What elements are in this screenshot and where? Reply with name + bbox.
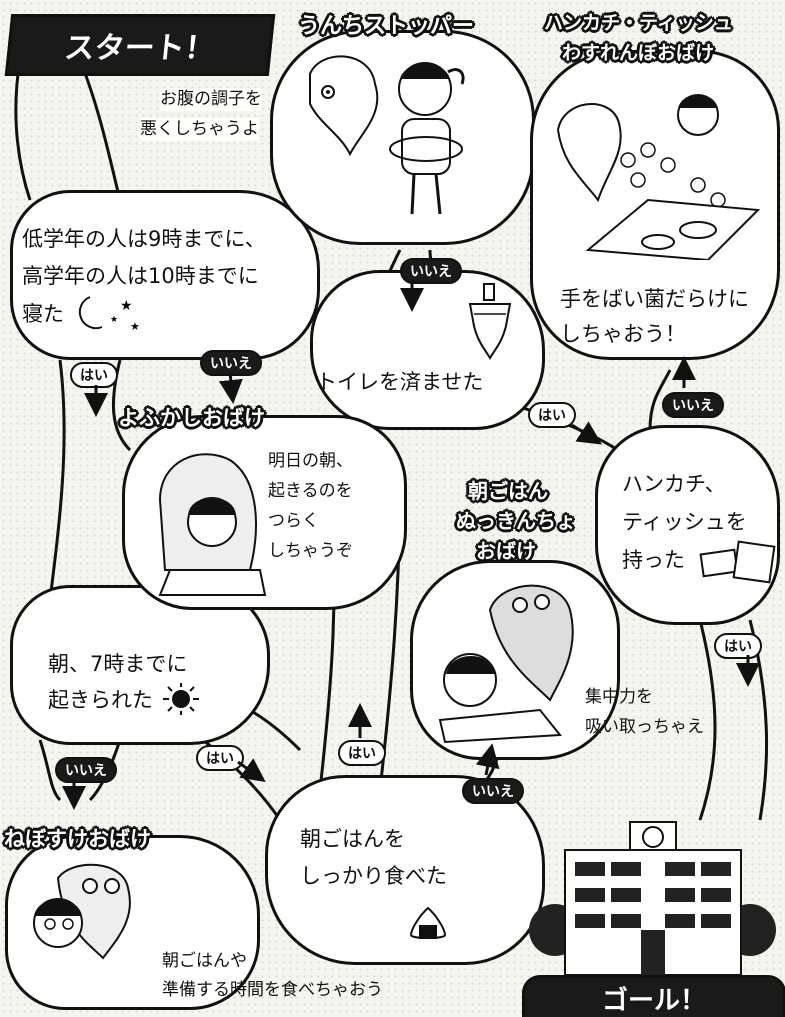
goal-label: ゴール！ [601,985,706,1016]
hankachi-title-1: ハンカチ・ティッシュ [544,12,733,34]
moon-stars-icon: ★ ★ ★ [78,296,140,333]
q3-line-1: 朝ごはんを [300,827,405,851]
no-tag-wakeup: いいえ [55,757,117,783]
yes-tag-wakeup: はい [196,745,244,771]
q5-line-1: ハンカチ、 [622,472,726,496]
question-bubble-toilet [310,270,545,430]
unchi-title: うんちストッパー [298,14,475,39]
svg-text:★: ★ [120,298,133,314]
yes-tag-toilet: はい [528,402,576,428]
handkerchief-tissue-icon [699,540,776,584]
yofukashi-line-1: 明日の朝、 [268,451,353,471]
q2-line-1: 朝、7時までに [48,652,188,676]
asagohan-title-3: おばけ [476,539,536,563]
question-bubble-bedtime [10,190,320,360]
q2-line-2: 起きられた [48,688,153,712]
nebosuke-line-1: 朝ごはんや [162,951,247,971]
yofukashi-title: よふかしおばけ [118,406,265,430]
q4-line-1: トイレを済ませた [316,370,484,394]
question-bubble-wakeup [10,585,270,745]
tired-boy-illustration [438,584,574,744]
ghost-girl-illustration [309,55,465,215]
q5-line-2: ティッシュを [622,510,747,534]
yofukashi-line-3: つらく [268,511,319,531]
unchi-line-2: 悪くしちゃうよ [140,118,259,141]
sleepy-girl-illustration [158,453,267,596]
asagohan-title-2: ぬっきんちょ [456,509,576,533]
unchi-line-1: お腹の調子を [160,88,262,111]
asagohan-line-1: 集中力を [585,687,653,707]
goal-banner: ゴール！ [522,975,785,1017]
yes-tag-bedtime: はい [70,362,118,388]
question-bubble-breakfast [265,775,545,965]
q1-line-2: 高学年の人は10時までに [22,264,259,288]
q1-line-1: 低学年の人は9時までに、 [22,227,266,251]
question-bubble-handkerchief [595,425,780,625]
q3-line-2: しっかり食べた [300,864,447,888]
no-tag-toilet: いいえ [400,258,462,284]
svg-text:★: ★ [130,320,140,333]
yes-tag-breakfast: はい [338,740,386,766]
yofukashi-line-2: 起きるのを [268,481,353,501]
germs-hands-illustration [556,94,761,260]
hankachi-line-1: 手をばい菌だらけに [560,287,749,311]
hankachi-title-2: わすれんぼおばけ [562,42,715,64]
sleepy-ghost-boy-illustration [33,863,131,960]
nebosuke-title: ねぼすけおばけ [4,827,151,851]
school-building-illustration [529,821,776,976]
no-tag-handkerchief: いいえ [662,392,724,418]
onigiri-icon [409,906,447,939]
hankachi-line-2: しちゃおう！ [560,322,686,346]
sun-icon [163,683,199,715]
q1-line-3: 寝た [22,302,64,326]
asagohan-line-2: 吸い取っちゃえ [585,717,704,737]
yofukashi-line-4: しちゃうぞ [268,541,353,561]
asagohan-title-1: 朝ごはん [468,479,548,503]
no-tag-breakfast: いいえ [462,778,524,804]
q5-line-3: 持った [622,548,685,572]
yes-tag-handkerchief: はい [714,633,762,659]
toilet-icon [468,283,512,360]
svg-text:★: ★ [110,315,118,325]
nebosuke-line-2: 準備する時間を食べちゃおう [162,980,383,1000]
no-tag-bedtime: いいえ [200,350,262,376]
